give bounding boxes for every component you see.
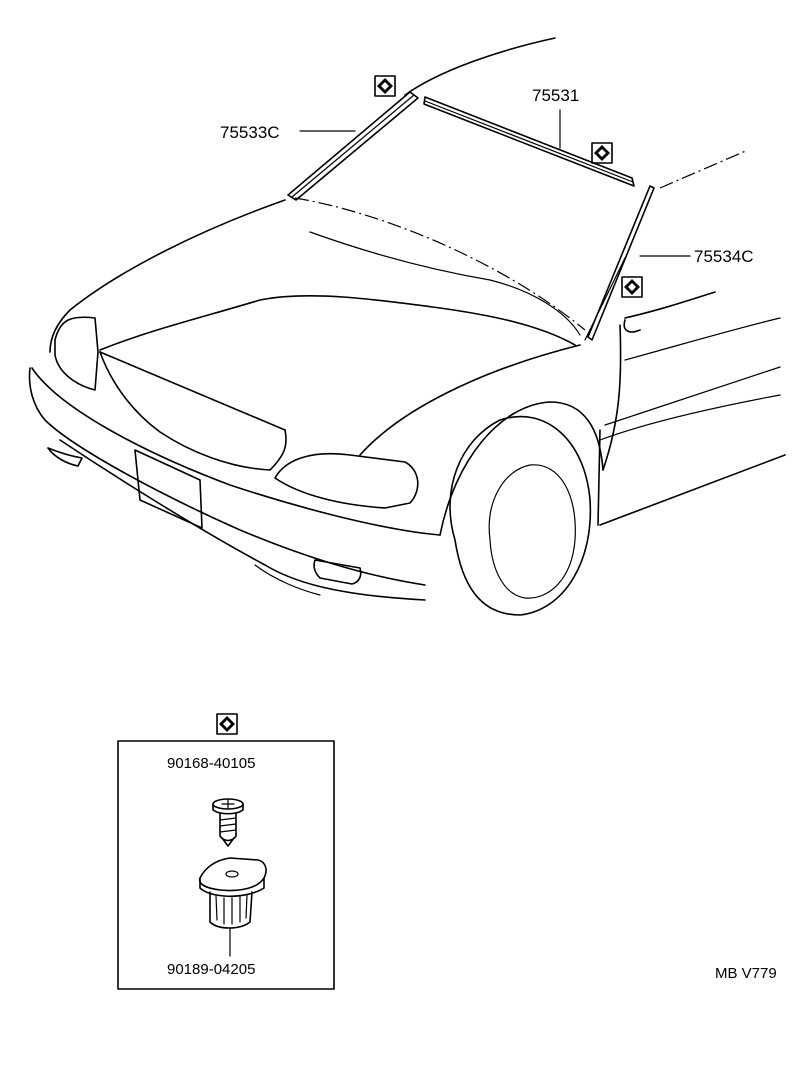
- side-crease-lower: [604, 366, 781, 426]
- diamond-in-square-icon: [374, 75, 396, 97]
- clip-part-number: 90189-04205: [167, 961, 255, 978]
- figure-code: MB V779: [715, 965, 777, 982]
- left-headlight: [54, 316, 99, 391]
- molding-75531[interactable]: [423, 96, 635, 187]
- tire-outer: [449, 415, 592, 616]
- left-fog-lamp: [47, 447, 83, 467]
- diamond-in-square-icon: [621, 276, 643, 298]
- right-fog-lamp: [313, 559, 362, 585]
- grille-top: [99, 351, 286, 431]
- hood-outline: [49, 199, 286, 353]
- tire-inner: [488, 464, 576, 599]
- molding-75533C[interactable]: [287, 91, 419, 201]
- front-bumper-top: [31, 367, 441, 536]
- window-edge: [623, 319, 641, 333]
- diamond-in-square-icon: [216, 713, 238, 735]
- license-plate: [134, 449, 203, 529]
- fastener-inset: 90168-40105 90189-04205: [117, 713, 335, 990]
- hood-crease: [309, 231, 581, 336]
- front-bumper-lower: [28, 367, 426, 586]
- inset-frame: [117, 740, 335, 990]
- mirror-line: [599, 394, 781, 441]
- right-roof-edge: [659, 149, 749, 189]
- label-75534C: 75534C: [694, 247, 754, 266]
- label-75533C: 75533C: [220, 123, 280, 142]
- cowl-line: [294, 197, 586, 331]
- rocker-line: [599, 454, 786, 526]
- door-front-line: [597, 429, 601, 526]
- right-headlight: [274, 452, 419, 509]
- side-crease: [624, 317, 781, 361]
- screw-icon[interactable]: [212, 798, 244, 847]
- hood-main: [99, 351, 287, 471]
- lower-intake: [254, 564, 321, 596]
- label-75531: 75531: [532, 86, 579, 105]
- wheel-arch: [439, 401, 604, 536]
- diamond-in-square-icon: [591, 142, 613, 164]
- roof-line: [404, 37, 556, 96]
- fender-line: [359, 344, 581, 456]
- hood-front-panel: [99, 295, 576, 351]
- bumper-bottom: [59, 439, 426, 601]
- screw-part-number: 90168-40105: [167, 755, 255, 772]
- door-edge: [602, 324, 622, 471]
- clip-icon[interactable]: [198, 857, 267, 929]
- window-lower: [624, 291, 716, 319]
- car-body: [28, 37, 786, 616]
- molding-75534C[interactable]: [587, 185, 655, 341]
